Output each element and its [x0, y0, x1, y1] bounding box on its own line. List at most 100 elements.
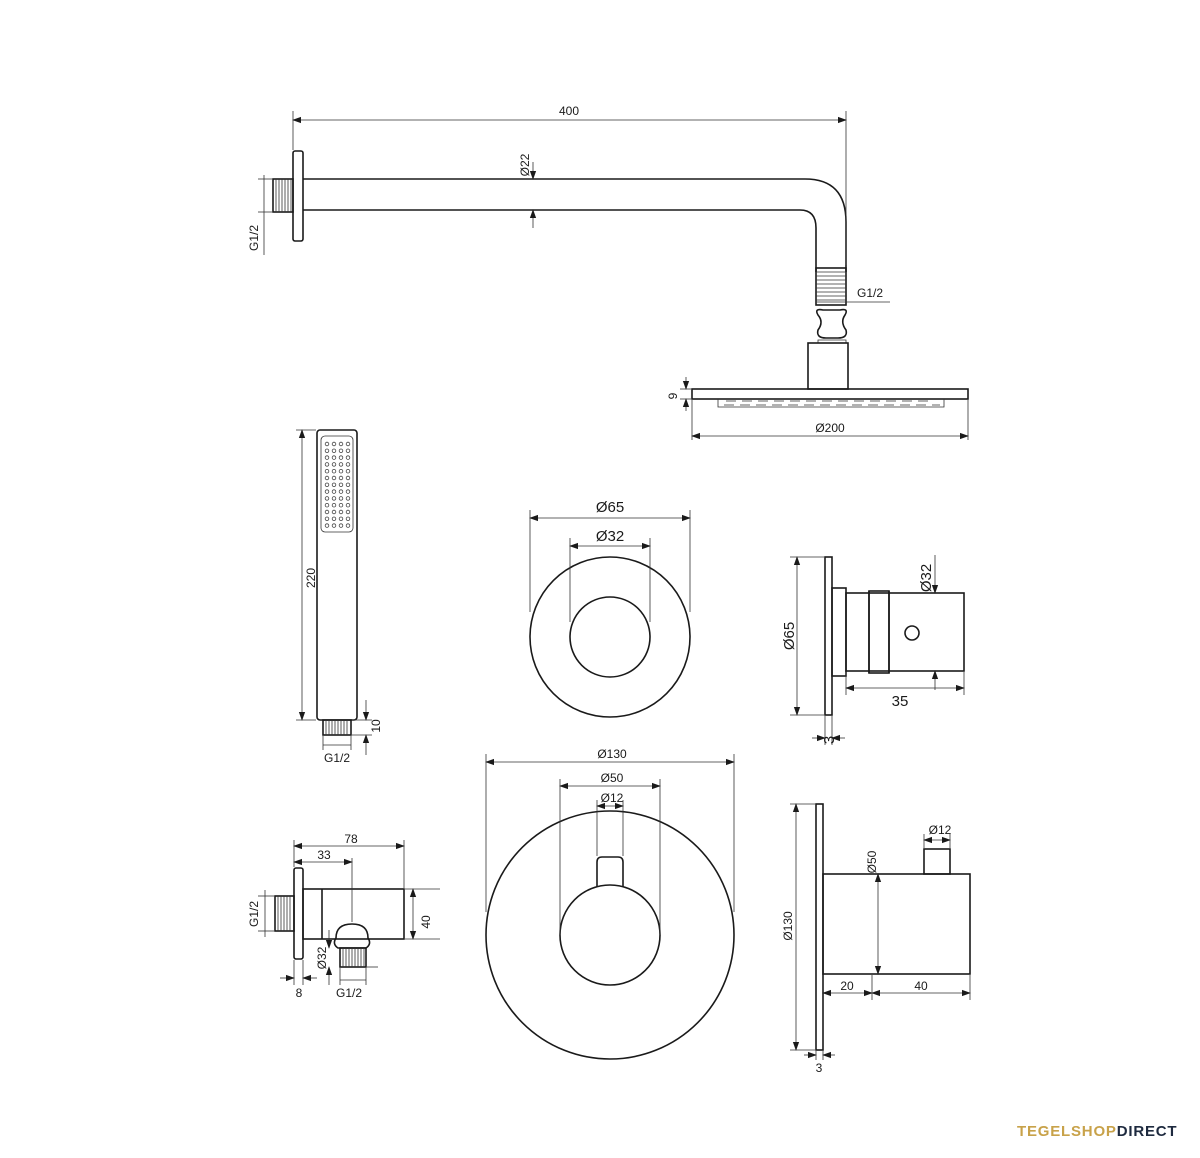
nozzle	[324, 455, 330, 460]
nozzle	[331, 489, 337, 494]
nozzle	[331, 441, 337, 447]
nozzle	[331, 448, 337, 453]
nozzle	[338, 441, 344, 447]
side-knob-hole	[904, 625, 920, 641]
nozzle	[324, 448, 330, 453]
logo-part1: TEGELSHOP	[1017, 1123, 1117, 1140]
hand-shower-body	[316, 429, 358, 721]
arm-wall-thread	[272, 178, 294, 213]
small-rosette-knob	[569, 596, 651, 678]
nozzle	[338, 469, 344, 474]
big-rosette-knob	[559, 884, 661, 986]
arm-wall-flange	[292, 150, 304, 242]
nozzle	[345, 482, 351, 487]
dim-mix-body-dia: Ø50	[865, 850, 879, 873]
shower-arm-view: 400 Ø22 G1/2 G1/2 9 Ø200	[247, 104, 969, 440]
nozzle	[331, 523, 337, 528]
side-knob	[845, 592, 965, 672]
dim-arm-length: 400	[559, 104, 579, 118]
dim-hand-length: 220	[304, 568, 318, 588]
nozzle	[331, 475, 337, 481]
dim-big-stem-dia: Ø12	[601, 791, 624, 805]
nozzle	[324, 516, 330, 521]
brand-logo: TEGELSHOPDIRECT	[1017, 1123, 1177, 1140]
dim-outlet-wall-thread: G1/2	[247, 901, 261, 927]
dim-wall-thread: G1/2	[247, 225, 261, 251]
dim-hand-thread: G1/2	[324, 751, 350, 765]
arm-tube-outer	[303, 178, 847, 272]
nozzle	[324, 503, 330, 508]
wall-outlet-view: 78 33 G1/2 40 Ø32 8 G1/2	[247, 832, 440, 1000]
arm-tube-inner	[303, 209, 817, 272]
nozzle	[324, 482, 330, 487]
nozzle	[338, 503, 344, 508]
nozzle	[338, 455, 344, 460]
hand-shower-nozzles	[324, 441, 351, 528]
dim-big-plate-dia: Ø130	[597, 747, 627, 761]
nozzle	[338, 516, 344, 521]
dim-outlet-thread: G1/2	[336, 986, 362, 1000]
nozzle	[338, 475, 344, 481]
nozzle	[324, 462, 330, 467]
nozzle	[345, 523, 351, 528]
mix-stem	[923, 848, 951, 875]
outlet-wall-thread	[274, 895, 295, 932]
outlet-body	[302, 888, 405, 940]
nozzle	[345, 516, 351, 521]
nozzle	[331, 516, 337, 521]
dim-small-knob-dia: Ø32	[596, 528, 624, 545]
nozzle	[324, 441, 330, 447]
nozzle	[331, 469, 337, 474]
outlet-connector	[333, 923, 371, 949]
dim-side-plate-thk: 3	[821, 736, 838, 744]
outlet-flange	[293, 867, 304, 960]
thermostat-side-view: Ø12 Ø50 Ø130 20 40 3	[781, 803, 971, 1075]
big-rosette-plate	[485, 810, 735, 1060]
nozzle	[345, 455, 351, 460]
dim-mix-offset: 20	[840, 979, 854, 993]
thermostat-front-view: Ø130 Ø50 Ø12	[485, 747, 735, 1060]
hand-shower-view: 220 10 G1/2	[296, 429, 383, 765]
dim-head-height: 9	[666, 392, 680, 399]
dim-outlet-conn-dia: Ø32	[315, 946, 329, 969]
dim-side-knob-dia: Ø32	[918, 564, 935, 592]
dim-outlet-height: 40	[419, 915, 433, 929]
nozzle	[324, 489, 330, 494]
nozzle	[338, 496, 344, 501]
nozzle	[331, 503, 337, 508]
dim-arm-thread: G1/2	[857, 286, 883, 300]
big-rosette-stem	[596, 856, 624, 887]
hand-shower-thread	[322, 719, 352, 736]
side-plate	[824, 556, 833, 716]
stop-valve-front-view: Ø65 Ø32	[529, 499, 691, 718]
nozzle	[345, 469, 351, 474]
nozzle	[345, 441, 351, 447]
nozzle	[331, 455, 337, 460]
side-collar	[831, 587, 847, 677]
dim-mix-depth: 40	[914, 979, 928, 993]
nozzle	[345, 509, 351, 515]
nozzle	[338, 523, 344, 528]
small-rosette-plate	[529, 556, 691, 718]
dim-big-knob-dia: Ø50	[601, 771, 624, 785]
stop-valve-side-view: Ø65 Ø32 35 3	[781, 555, 965, 745]
dim-outlet-plate-thk: 8	[296, 986, 303, 1000]
nozzle	[324, 469, 330, 474]
dim-side-plate-dia: Ø65	[781, 622, 798, 650]
nozzle	[331, 462, 337, 467]
head-plate	[691, 388, 969, 400]
nozzle	[345, 489, 351, 494]
logo-part2: DIRECT	[1116, 1123, 1178, 1140]
nozzle	[324, 475, 330, 481]
nozzle	[324, 523, 330, 528]
nozzle	[331, 496, 337, 501]
nozzle	[324, 496, 330, 501]
dim-hand-thread-len: 10	[369, 719, 383, 733]
dim-mix-plate-thk: 3	[816, 1061, 823, 1075]
nozzle	[338, 462, 344, 467]
nozzle	[345, 462, 351, 467]
dim-outlet-offset: 33	[317, 848, 331, 862]
nozzle	[338, 482, 344, 487]
nozzle	[331, 509, 337, 515]
